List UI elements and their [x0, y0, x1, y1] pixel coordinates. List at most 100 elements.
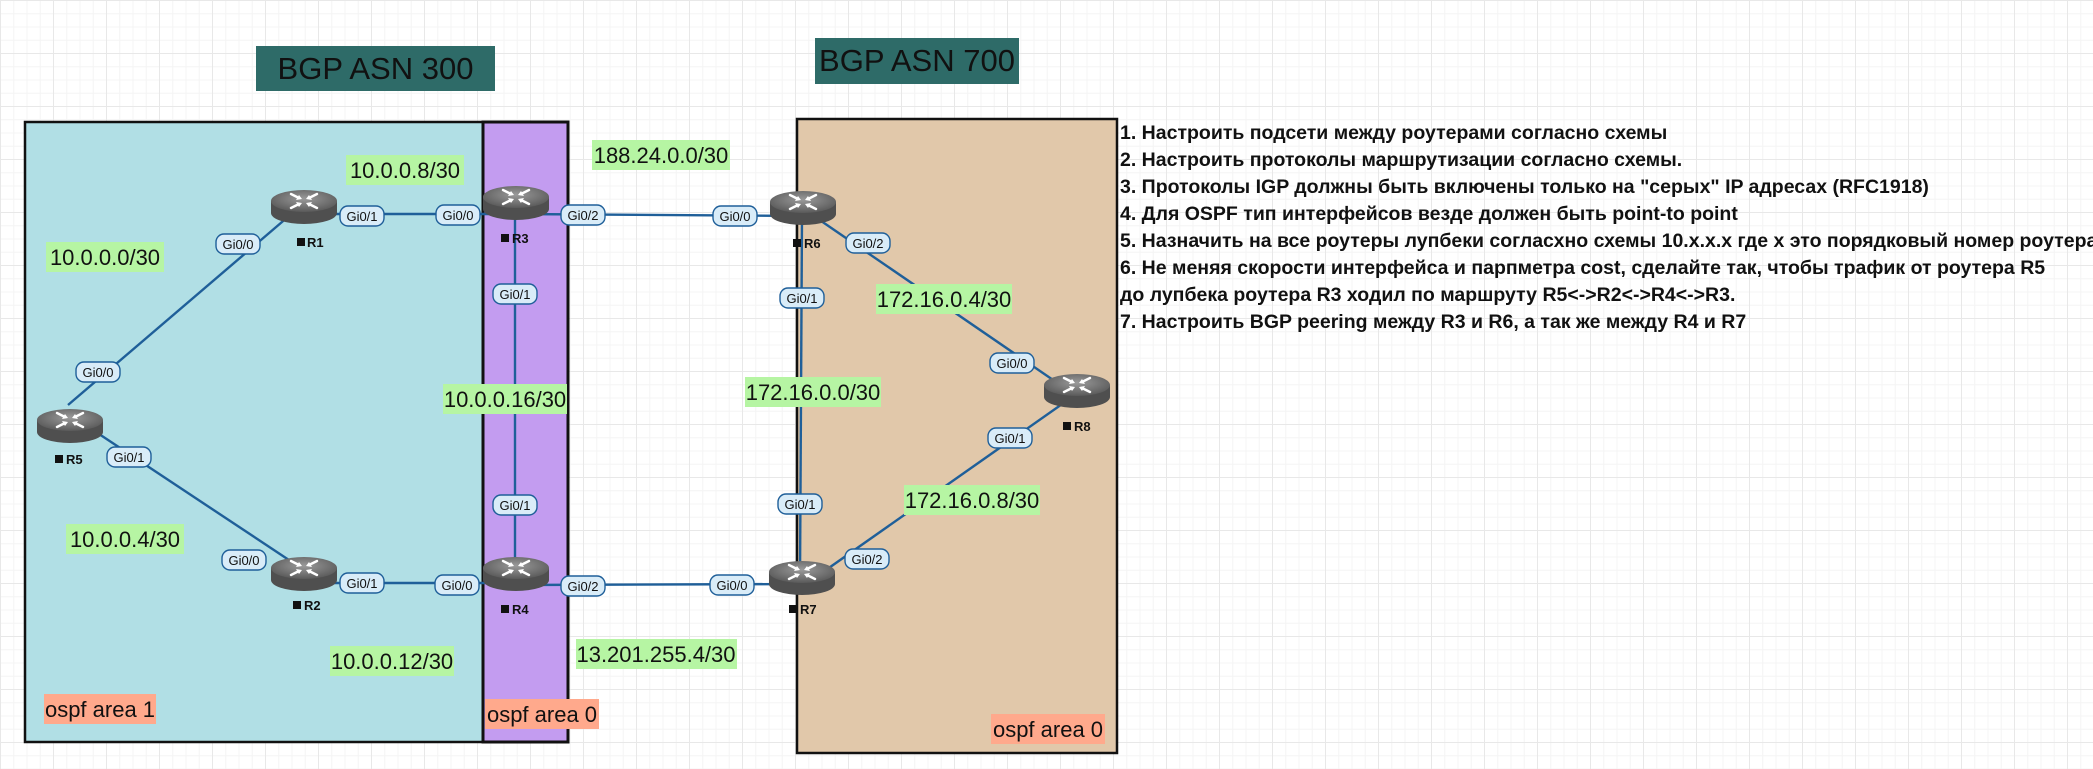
router-r7-icon[interactable]: [767, 559, 837, 597]
router-r4-label: R4: [512, 602, 529, 617]
subnet-r4-r7-label: 13.201.255.4/30: [576, 642, 735, 667]
intf-r2-gi00-box: [221, 549, 267, 571]
subnet-r3-r4-bg: [443, 384, 567, 414]
intf-r1-gi00-label: Gi0/0: [222, 237, 253, 252]
task-list: 1. Настроить подсети между роутерами сог…: [1120, 120, 2093, 336]
intf-r3-gi01-box: [492, 283, 538, 305]
intf-r3-gi01-label: Gi0/1: [499, 287, 530, 302]
task-line: 2. Настроить протоколы маршрутизации сог…: [1120, 149, 1683, 171]
asn-300-label: BGP ASN 300: [278, 51, 474, 86]
router-r1-icon[interactable]: [269, 188, 339, 226]
subnet-r3-r6-bg: [592, 140, 730, 170]
area-0-center-label: ospf area 0: [487, 702, 597, 727]
intf-r7-gi01-label: Gi0/1: [784, 497, 815, 512]
task-line: 3. Протоколы IGP должны быть включены то…: [1120, 176, 1929, 198]
intf-r1-gi01-label: Gi0/1: [346, 209, 377, 224]
subnet-r2-r4-bg: [330, 646, 454, 676]
task-line: 4. Для OSPF тип интерфейсов везде должен…: [1120, 203, 1738, 225]
router-r6-label: R6: [804, 236, 821, 251]
task-line: 1. Настроить подсети между роутерами сог…: [1120, 122, 1668, 144]
subnet-r7-r8-bg: [904, 485, 1040, 515]
subnet-r3-r6-label: 188.24.0.0/30: [594, 143, 729, 168]
router-r4-marker: [501, 605, 509, 613]
router-r3-marker: [501, 234, 509, 242]
intf-r6-gi00-label: Gi0/0: [719, 209, 750, 224]
router-r1-marker: [297, 238, 305, 246]
router-r3-icon[interactable]: [481, 184, 551, 222]
intf-r8-gi01-label: Gi0/1: [994, 431, 1025, 446]
intf-r7-gi00-box: [709, 574, 755, 596]
task-line: 7. Настроить BGP peering между R3 и R6, …: [1120, 311, 1747, 333]
router-r2-icon[interactable]: [269, 555, 339, 593]
task-line: 6. Не меняя скорости интерфейса и парпме…: [1120, 257, 2046, 279]
intf-r5-gi00-box: [75, 361, 121, 383]
router-r2-marker: [293, 601, 301, 609]
ospf-area-0-right-region: [795, 117, 1119, 755]
subnet-r7-r8-label: 172.16.0.8/30: [905, 488, 1040, 513]
router-r8-marker: [1063, 422, 1071, 430]
task-line: до лупбека роутера R3 ходил по маршруту …: [1120, 284, 1736, 306]
subnet-r6-r7-bg: [745, 377, 881, 407]
subnet-r5-r2-bg: [66, 524, 184, 554]
intf-r8-gi01-box: [987, 427, 1033, 449]
subnet-r2-r4-label: 10.0.0.12/30: [331, 649, 453, 674]
router-r5-label: R5: [66, 452, 83, 467]
intf-r3-gi02-box: [560, 204, 606, 226]
intf-r6-gi02-label: Gi0/2: [852, 236, 883, 251]
subnet-r3-r4-label: 10.0.0.16/30: [444, 387, 566, 412]
subnet-r6-r7-label: 172.16.0.0/30: [746, 380, 881, 405]
area-1-label: ospf area 1: [45, 697, 155, 722]
intf-r6-gi02-box: [845, 232, 891, 254]
router-r8-label: R8: [1074, 419, 1091, 434]
intf-r3-gi00-box: [435, 204, 481, 226]
intf-r1-gi00-box: [215, 233, 261, 255]
subnet-r1-r3-label: 10.0.0.8/30: [350, 158, 460, 183]
subnet-r1-r3-bg: [346, 155, 464, 185]
intf-r1-gi01-box: [339, 205, 385, 227]
router-r7-marker: [789, 605, 797, 613]
asn-700-badge: [815, 38, 1019, 84]
intf-r5-gi01-label: Gi0/1: [113, 450, 144, 465]
router-r4-icon[interactable]: [481, 555, 551, 593]
subnet-r6-r8-label: 172.16.0.4/30: [877, 287, 1012, 312]
intf-r7-gi02-box: [844, 548, 890, 570]
router-r8-icon[interactable]: [1042, 372, 1112, 410]
router-r5-marker: [55, 455, 63, 463]
link-r4-r7: [514, 582, 803, 587]
subnet-r4-r7-bg: [576, 639, 737, 669]
intf-r5-gi01-box: [106, 446, 152, 468]
router-r6-marker: [793, 239, 801, 247]
intf-r6-gi00-box: [712, 205, 758, 227]
intf-r7-gi01-box: [777, 493, 823, 515]
router-r2-label: R2: [304, 598, 321, 613]
router-r1-label: R1: [307, 235, 324, 250]
intf-r2-gi01-box: [339, 572, 385, 594]
intf-r4-gi01-label: Gi0/1: [499, 498, 530, 513]
router-r6-icon[interactable]: [768, 189, 838, 227]
area-0-right-label: ospf area 0: [993, 717, 1103, 742]
area-0-center-label-bg: [485, 699, 599, 729]
subnet-r6-r8-bg: [876, 284, 1012, 314]
intf-r2-gi00-label: Gi0/0: [228, 553, 259, 568]
task-line: 5. Назначить на все роутеры лупбеки согл…: [1120, 230, 2093, 252]
subnet-r5-r1-label: 10.0.0.0/30: [50, 245, 160, 270]
intf-r3-gi00-label: Gi0/0: [442, 208, 473, 223]
intf-r4-gi01-box: [492, 494, 538, 516]
intf-r4-gi02-label: Gi0/2: [567, 579, 598, 594]
subnet-r5-r1-bg: [46, 242, 164, 272]
intf-r4-gi00-box: [434, 574, 480, 596]
asn-300-badge: [256, 46, 495, 91]
router-r5-icon[interactable]: [35, 407, 105, 445]
intf-r3-gi02-label: Gi0/2: [567, 208, 598, 223]
subnet-r5-r2-label: 10.0.0.4/30: [70, 527, 180, 552]
asn-700-label: BGP ASN 700: [819, 43, 1015, 78]
intf-r5-gi00-label: Gi0/0: [82, 365, 113, 380]
intf-r6-gi01-label: Gi0/1: [786, 291, 817, 306]
intf-r4-gi02-box: [560, 575, 606, 597]
router-r7-label: R7: [800, 602, 817, 617]
router-r3-label: R3: [512, 231, 529, 246]
intf-r7-gi00-label: Gi0/0: [716, 578, 747, 593]
area-0-right-label-bg: [991, 714, 1105, 744]
ospf-area-0-center-region: [481, 120, 570, 744]
intf-r6-gi01-box: [779, 287, 825, 309]
